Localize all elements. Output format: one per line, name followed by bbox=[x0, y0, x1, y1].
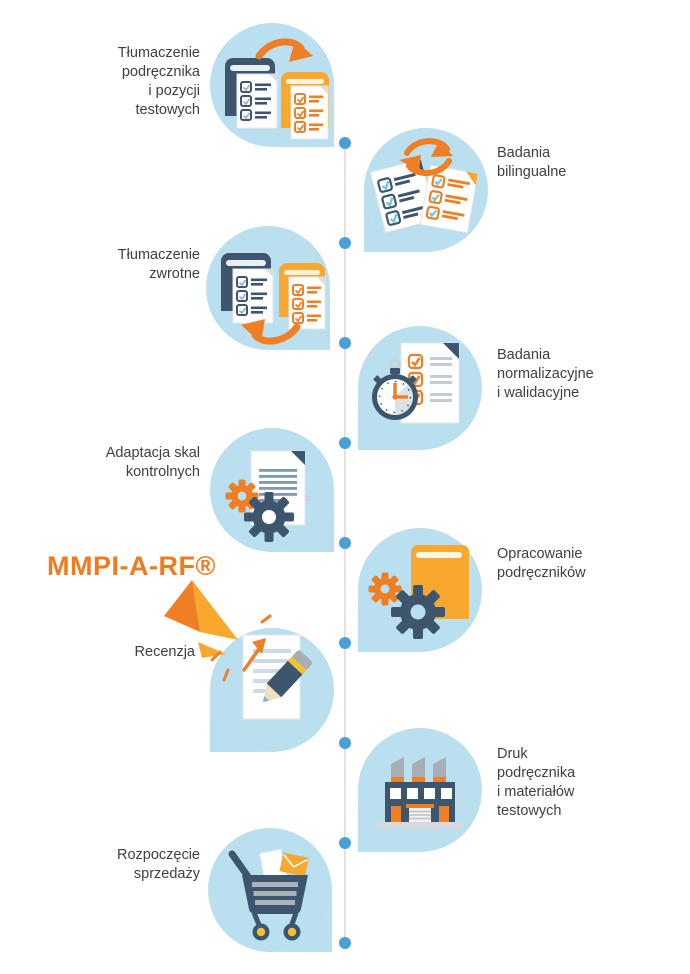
timeline-dot bbox=[339, 137, 351, 149]
books-translation-icon bbox=[210, 23, 334, 147]
stopwatch-checklist-icon bbox=[358, 326, 482, 450]
timeline-dot bbox=[339, 837, 351, 849]
document-pencil-icon bbox=[210, 628, 334, 752]
mmpi-burst-arrow-icon bbox=[164, 580, 272, 682]
timeline-dot bbox=[339, 937, 351, 949]
timeline-dot bbox=[339, 637, 351, 649]
step-label-tlumaczenie-zwrotne: Tłumaczenie zwrotne bbox=[117, 247, 200, 283]
timeline-dot bbox=[339, 437, 351, 449]
step-label-druk-podrecznika: Druk podręcznika i materiałów testowych bbox=[497, 746, 576, 820]
timeline-dot bbox=[339, 737, 351, 749]
book-gears-icon bbox=[358, 528, 482, 652]
document-gears-icon bbox=[210, 428, 334, 552]
mmpi-a-rf-title: MMPI-A-RF® bbox=[47, 551, 216, 581]
shopping-cart-icon bbox=[208, 828, 332, 952]
step-label-badania-normalizacyjne: Badania normalizacyjne i walidacyjne bbox=[497, 347, 594, 402]
step-label-tlumaczenie-podrecznika: Tłumaczenie podręcznika i pozycji testow… bbox=[117, 45, 200, 119]
step-label-rozpoczecie-sprzedazy: Rozpoczęcie sprzedaży bbox=[116, 847, 200, 883]
step-label-recenzja: Recenzja bbox=[134, 644, 195, 660]
bilingual-documents-icon bbox=[364, 128, 488, 252]
back-translation-icon bbox=[206, 226, 330, 350]
timeline-dot bbox=[339, 237, 351, 249]
step-label-adaptacja-skal: Adaptacja skal kontrolnych bbox=[105, 445, 200, 481]
timeline-dot bbox=[339, 537, 351, 549]
timeline-dot bbox=[339, 337, 351, 349]
factory-icon bbox=[358, 728, 482, 852]
step-label-badania-bilingualne: Badania bilingualne bbox=[497, 145, 567, 181]
step-label-opracowanie-podrecznikow: Opracowanie podręczników bbox=[497, 546, 586, 582]
